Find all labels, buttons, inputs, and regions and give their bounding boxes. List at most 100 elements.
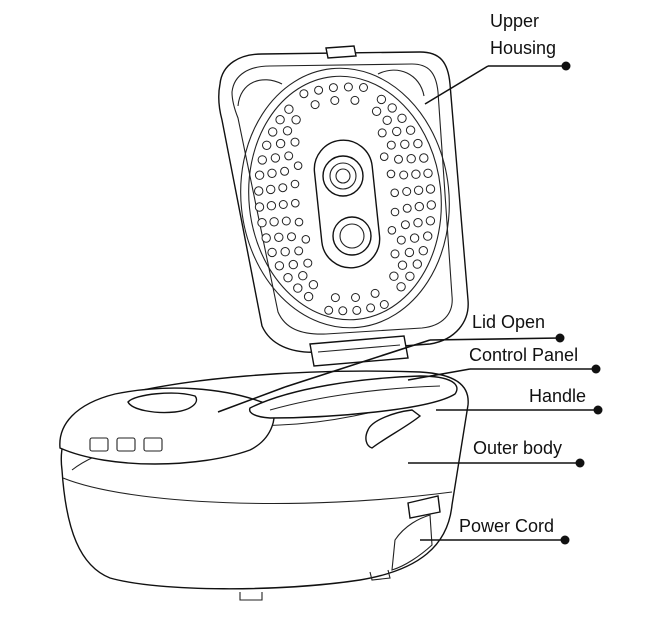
handle-dot bbox=[593, 405, 603, 415]
label-power-cord: Power Cord bbox=[459, 516, 554, 536]
steam-hole bbox=[299, 89, 309, 99]
handle-drawing bbox=[365, 409, 422, 449]
steam-hole bbox=[343, 82, 353, 92]
steam-hole bbox=[425, 216, 436, 226]
steam-hole bbox=[303, 291, 314, 302]
steam-hole bbox=[268, 127, 278, 137]
control-panel-dot bbox=[591, 364, 601, 374]
steam-vent-holes bbox=[254, 82, 436, 316]
steam-hole bbox=[274, 232, 284, 243]
steam-hole bbox=[399, 170, 409, 180]
steam-hole bbox=[330, 293, 340, 303]
steam-hole bbox=[298, 271, 308, 281]
steam-hole bbox=[290, 137, 300, 147]
steam-hole bbox=[266, 184, 276, 195]
steam-hole bbox=[387, 103, 397, 113]
steam-hole bbox=[274, 261, 285, 271]
steam-hole bbox=[330, 96, 340, 105]
upper-housing-leader bbox=[424, 65, 489, 105]
steam-hole bbox=[405, 125, 416, 135]
label-handle: Handle bbox=[529, 386, 586, 406]
steam-hole bbox=[390, 207, 400, 217]
steam-hole bbox=[390, 188, 400, 198]
steam-hole bbox=[382, 115, 392, 126]
steam-hole bbox=[314, 85, 324, 95]
steam-hole bbox=[394, 154, 403, 164]
control-button-2 bbox=[116, 437, 136, 452]
steam-hole bbox=[324, 305, 334, 315]
steam-hole bbox=[284, 151, 294, 161]
steam-hole bbox=[291, 115, 301, 125]
power-cord-dot bbox=[560, 535, 570, 545]
outer-body-drawing bbox=[59, 370, 469, 601]
label-upper-housing-line1: Upper bbox=[490, 11, 539, 31]
steam-hole bbox=[308, 280, 319, 290]
control-button-1 bbox=[89, 437, 109, 452]
lid-open-underline bbox=[429, 337, 561, 341]
label-lid-open: Lid Open bbox=[472, 312, 545, 332]
upper-housing-dot bbox=[561, 61, 571, 71]
steam-hole bbox=[377, 128, 387, 138]
steam-hole bbox=[282, 126, 293, 136]
steam-hole bbox=[379, 152, 389, 161]
steam-hole bbox=[257, 218, 267, 228]
label-upper-housing-line2: Housing bbox=[490, 38, 556, 58]
steam-hole bbox=[270, 153, 281, 163]
steam-hole bbox=[284, 104, 294, 114]
steam-hole bbox=[267, 168, 277, 179]
steam-hole bbox=[359, 83, 368, 92]
steam-hole bbox=[423, 168, 433, 179]
labels: Upper Housing Lid Open Control Panel Han… bbox=[459, 11, 586, 536]
steam-hole bbox=[426, 200, 436, 210]
steam-hole bbox=[366, 303, 376, 313]
steam-hole bbox=[301, 235, 311, 244]
steam-hole bbox=[287, 232, 296, 242]
steam-hole bbox=[281, 216, 291, 226]
label-control-panel: Control Panel bbox=[469, 345, 578, 365]
steam-hole bbox=[254, 170, 265, 180]
steam-hole bbox=[275, 115, 285, 125]
steam-hole bbox=[266, 201, 277, 211]
steam-hole bbox=[413, 218, 423, 228]
lid-open-dot bbox=[555, 333, 565, 343]
steam-hole bbox=[397, 113, 407, 124]
steam-hole bbox=[275, 138, 286, 149]
lid-open-button bbox=[127, 392, 198, 414]
steam-hole bbox=[409, 233, 420, 243]
steam-hole bbox=[278, 183, 288, 193]
steam-hole bbox=[376, 94, 387, 105]
steam-hole bbox=[310, 100, 320, 110]
steam-hole bbox=[294, 246, 304, 256]
steam-hole bbox=[293, 161, 303, 170]
steam-hole bbox=[419, 153, 429, 163]
outer-body-dot bbox=[575, 458, 585, 468]
steam-hole bbox=[291, 198, 300, 208]
steam-hole bbox=[412, 259, 422, 269]
steam-hole bbox=[261, 233, 271, 243]
steam-hole bbox=[414, 201, 424, 212]
steam-hole bbox=[418, 246, 428, 256]
steam-hole bbox=[352, 305, 362, 315]
steam-hole bbox=[254, 186, 264, 196]
steam-hole bbox=[371, 106, 382, 117]
steam-hole bbox=[269, 217, 279, 227]
control-button-3 bbox=[143, 437, 163, 452]
lid-open-leader bbox=[217, 386, 286, 413]
steam-hole bbox=[280, 247, 290, 257]
steam-hole bbox=[387, 226, 397, 235]
steam-hole bbox=[257, 155, 267, 165]
steam-hole bbox=[262, 140, 272, 151]
lid-open-leader-2 bbox=[284, 339, 431, 388]
label-outer-body: Outer body bbox=[473, 438, 562, 458]
steam-hole bbox=[280, 166, 290, 176]
steam-hole bbox=[402, 203, 412, 213]
steam-hole bbox=[290, 179, 300, 189]
steam-hole bbox=[379, 300, 389, 309]
steam-hole bbox=[294, 217, 304, 227]
steam-hole bbox=[400, 139, 410, 150]
steam-hole bbox=[413, 185, 424, 196]
steam-hole bbox=[328, 83, 338, 93]
steam-hole bbox=[390, 249, 400, 259]
steam-hole bbox=[278, 200, 288, 209]
